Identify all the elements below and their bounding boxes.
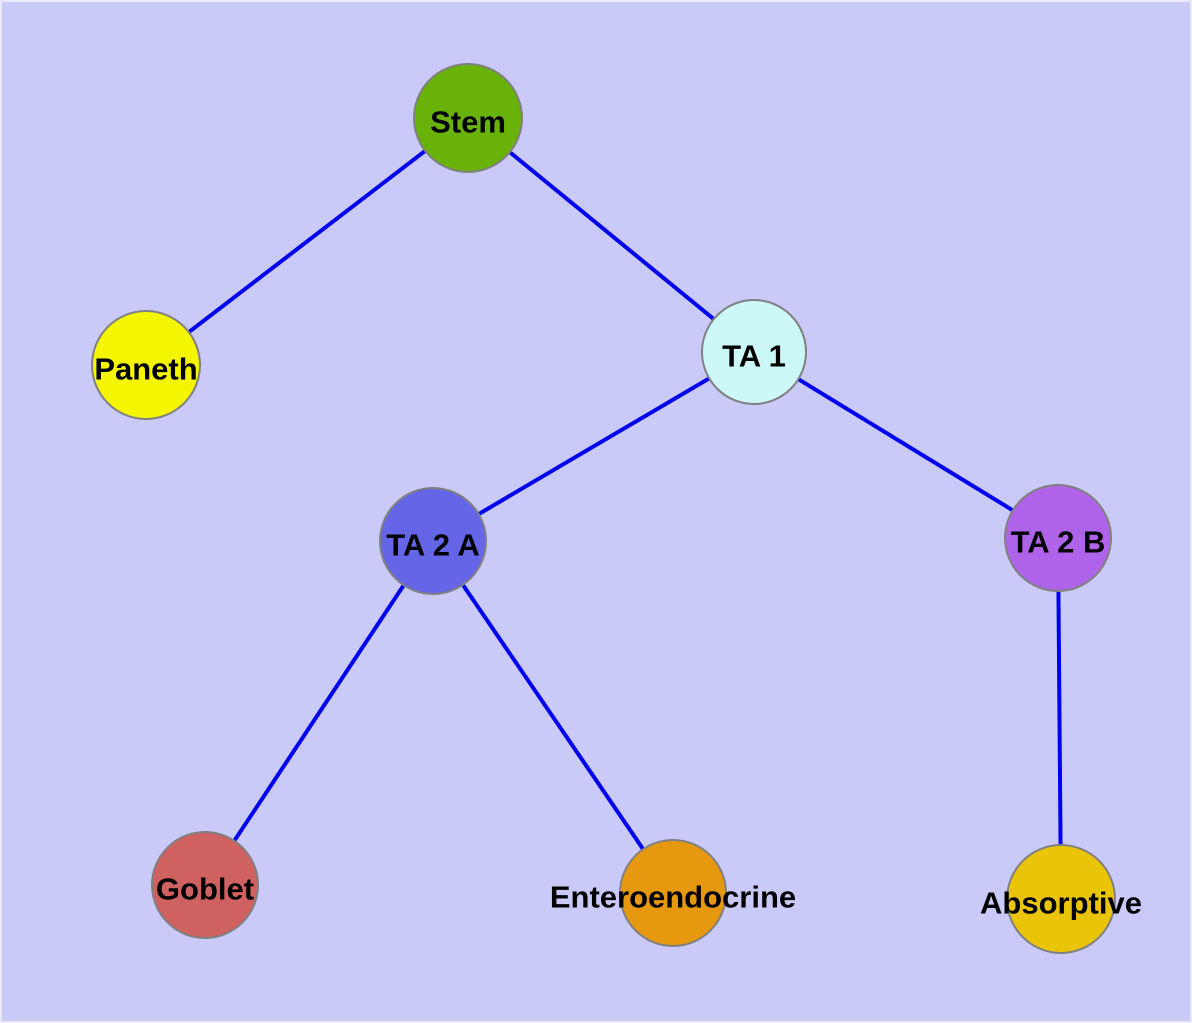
node-circle-paneth xyxy=(91,310,201,420)
edge-ta2a-enteroendocrine xyxy=(431,539,675,895)
node-ta1: TA 1 xyxy=(701,299,807,405)
node-label-ta2a: TA 2 A xyxy=(386,528,480,563)
edge-stem-paneth xyxy=(144,116,470,367)
node-circle-stem xyxy=(413,63,523,173)
node-ta2b: TA 2 B xyxy=(1004,484,1112,592)
node-goblet: Goblet xyxy=(151,831,259,939)
node-circle-ta1 xyxy=(701,299,807,405)
node-circle-ta2b xyxy=(1004,484,1112,592)
edge-ta1-ta2b xyxy=(752,350,1060,540)
node-label-stem: Stem xyxy=(430,105,506,140)
edge-ta2b-absorptive xyxy=(1056,537,1063,900)
node-absorptive: Absorptive xyxy=(980,844,1142,954)
node-circle-goblet xyxy=(151,831,259,939)
node-label-absorptive: Absorptive xyxy=(980,886,1142,921)
node-label-goblet: Goblet xyxy=(156,872,254,907)
node-stem: Stem xyxy=(413,63,523,173)
node-ta2a: TA 2 A xyxy=(379,487,487,595)
node-label-ta1: TA 1 xyxy=(722,339,786,374)
edge-ta1-ta2a xyxy=(431,350,756,543)
edge-stem-ta1 xyxy=(466,116,756,354)
node-label-paneth: Paneth xyxy=(94,352,197,387)
node-label-enteroendocrine: Enteroendocrine xyxy=(550,880,796,915)
edge-ta2a-goblet xyxy=(203,539,435,887)
node-circle-absorptive xyxy=(1006,844,1116,954)
node-circle-ta2a xyxy=(379,487,487,595)
node-label-ta2b: TA 2 B xyxy=(1011,525,1106,560)
node-circle-enteroendocrine xyxy=(619,839,727,947)
node-enteroendocrine: Enteroendocrine xyxy=(550,839,796,947)
node-paneth: Paneth xyxy=(91,310,201,420)
